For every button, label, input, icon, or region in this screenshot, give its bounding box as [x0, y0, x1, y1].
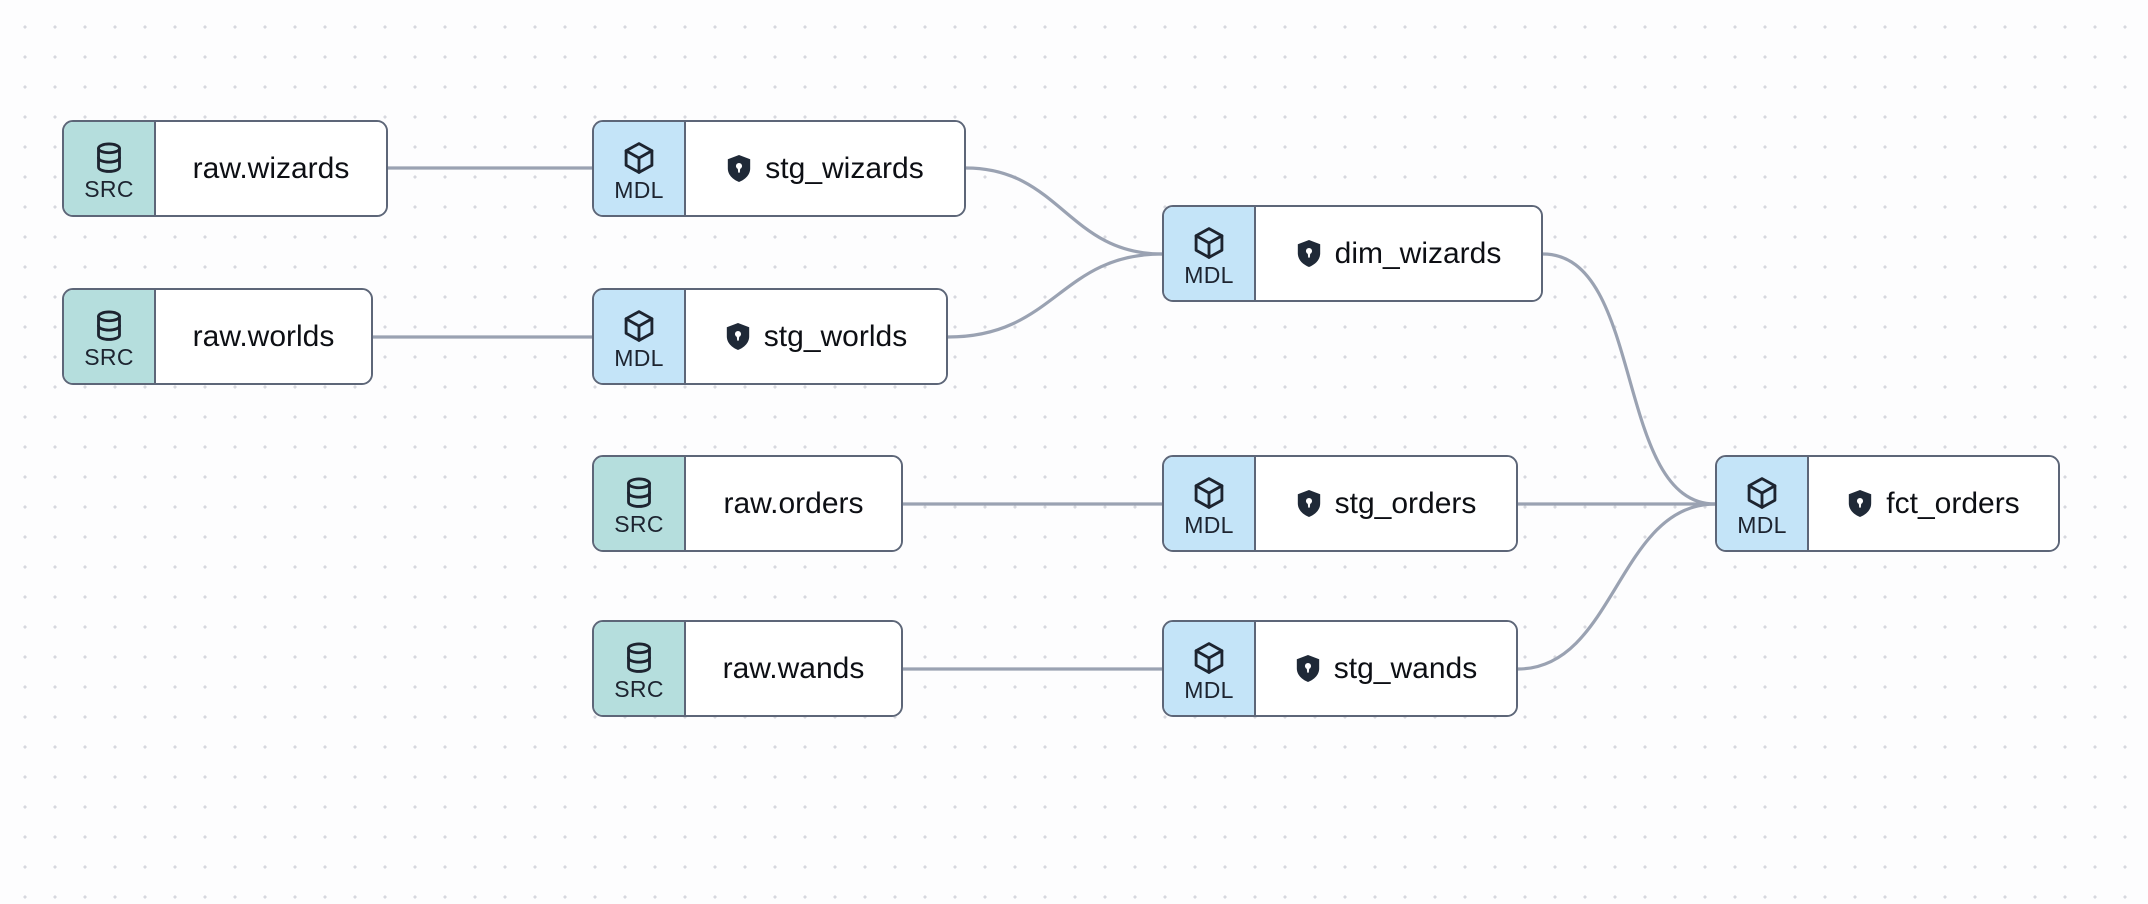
- cube-icon: [1191, 640, 1227, 676]
- node-badge-raw_wands: SRC: [594, 622, 686, 715]
- node-label: raw.orders: [723, 487, 864, 520]
- cube-icon: [621, 308, 657, 344]
- shield-lock-icon: [1295, 654, 1321, 683]
- node-body-dim_wizards: dim_wizards: [1256, 207, 1541, 300]
- edge-stg_wands-to-fct_orders[interactable]: [1516, 502, 1717, 671]
- edge-dim_wizards-to-fct_orders[interactable]: [1541, 252, 1717, 506]
- node-raw_worlds[interactable]: SRC raw.worlds: [62, 288, 373, 385]
- cube-icon: [1191, 475, 1227, 511]
- shield-lock-icon: [726, 154, 752, 183]
- node-body-raw_worlds: raw.worlds: [156, 290, 371, 383]
- node-badge-label: SRC: [84, 343, 134, 370]
- edge-stg_worlds-to-dim_wizards[interactable]: [946, 252, 1164, 339]
- node-badge-stg_wands: MDL: [1164, 622, 1256, 715]
- node-body-raw_wizards: raw.wizards: [156, 122, 386, 215]
- database-icon: [622, 641, 656, 675]
- node-stg_worlds[interactable]: MDL stg_worlds: [592, 288, 948, 385]
- node-badge-stg_orders: MDL: [1164, 457, 1256, 550]
- node-badge-label: MDL: [1184, 511, 1234, 538]
- node-raw_orders[interactable]: SRC raw.orders: [592, 455, 903, 552]
- edge-stg_wizards-to-dim_wizards[interactable]: [964, 166, 1164, 256]
- node-body-stg_wizards: stg_wizards: [686, 122, 964, 215]
- node-badge-label: MDL: [1184, 676, 1234, 703]
- node-stg_wizards[interactable]: MDL stg_wizards: [592, 120, 966, 217]
- node-body-raw_orders: raw.orders: [686, 457, 901, 550]
- node-body-raw_wands: raw.wands: [686, 622, 901, 715]
- node-badge-stg_wizards: MDL: [594, 122, 686, 215]
- node-badge-raw_wizards: SRC: [64, 122, 156, 215]
- node-badge-label: SRC: [614, 675, 664, 702]
- node-badge-stg_worlds: MDL: [594, 290, 686, 383]
- shield-lock-icon: [1296, 489, 1322, 518]
- node-dim_wizards[interactable]: MDL dim_wizards: [1162, 205, 1543, 302]
- cube-icon: [621, 140, 657, 176]
- node-label: raw.wizards: [192, 152, 350, 185]
- node-body-fct_orders: fct_orders: [1809, 457, 2058, 550]
- node-stg_wands[interactable]: MDL stg_wands: [1162, 620, 1518, 717]
- database-icon: [92, 309, 126, 343]
- shield-lock-icon: [1847, 489, 1873, 518]
- cube-icon: [1191, 225, 1227, 261]
- node-label: stg_wands: [1333, 652, 1478, 685]
- node-body-stg_wands: stg_wands: [1256, 622, 1516, 715]
- node-badge-dim_wizards: MDL: [1164, 207, 1256, 300]
- node-badge-label: MDL: [1737, 511, 1787, 538]
- node-label: stg_worlds: [763, 320, 908, 353]
- node-fct_orders[interactable]: MDL fct_orders: [1715, 455, 2060, 552]
- node-label: stg_orders: [1334, 487, 1477, 520]
- node-raw_wands[interactable]: SRC raw.wands: [592, 620, 903, 717]
- shield-lock-icon: [1296, 239, 1322, 268]
- node-badge-label: MDL: [614, 344, 664, 371]
- node-label: raw.worlds: [192, 320, 335, 353]
- node-badge-label: MDL: [614, 176, 664, 203]
- node-body-stg_worlds: stg_worlds: [686, 290, 946, 383]
- node-stg_orders[interactable]: MDL stg_orders: [1162, 455, 1518, 552]
- node-label: stg_wizards: [765, 152, 924, 185]
- node-raw_wizards[interactable]: SRC raw.wizards: [62, 120, 388, 217]
- shield-lock-icon: [725, 322, 751, 351]
- node-badge-raw_worlds: SRC: [64, 290, 156, 383]
- node-label: raw.wands: [722, 652, 865, 685]
- node-label: dim_wizards: [1334, 237, 1502, 270]
- node-badge-label: SRC: [614, 510, 664, 537]
- cube-icon: [1744, 475, 1780, 511]
- node-badge-fct_orders: MDL: [1717, 457, 1809, 550]
- node-badge-raw_orders: SRC: [594, 457, 686, 550]
- node-badge-label: SRC: [84, 175, 134, 202]
- database-icon: [92, 141, 126, 175]
- database-icon: [622, 476, 656, 510]
- node-badge-label: MDL: [1184, 261, 1234, 288]
- node-body-stg_orders: stg_orders: [1256, 457, 1516, 550]
- node-label: fct_orders: [1886, 487, 2020, 520]
